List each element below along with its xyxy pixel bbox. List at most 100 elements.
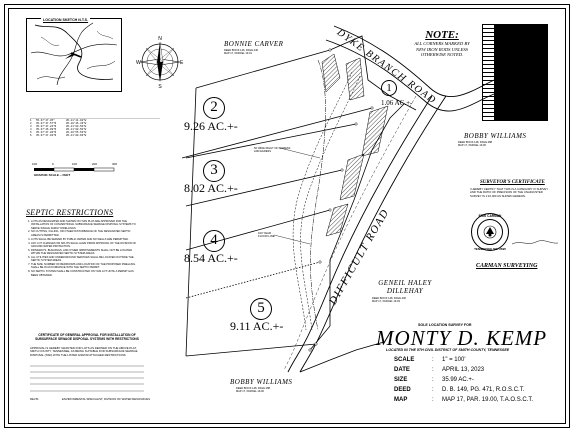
owner-bobby-williams-top-deed: DEED BOOK 148, PAGE 288 MAP 17, PARCEL 1… — [458, 141, 492, 147]
tract-5-area: 9.11 AC.+- — [230, 319, 284, 333]
corner-markers — [308, 48, 374, 352]
location-sketch-map — [30, 22, 118, 86]
title-name: MONTY D. KEMP — [376, 326, 548, 350]
title-row-label: DEED — [394, 387, 411, 393]
coordinate-cell: 35-37'47.57"N — [36, 122, 57, 125]
owner-bonnie-carver: BONNIE CARVER — [224, 40, 284, 48]
title-row-value: MAP 17, PAR. 19.00, T.A.O.S.C.T. — [442, 397, 534, 403]
septic-areas — [321, 53, 389, 237]
row-easement — [292, 71, 361, 331]
coordinate-row: 6 35-37'47.02"N 85-11'00.66"W — [30, 134, 160, 137]
location-sketch: LOCATION SKETCH N.T.S. — [26, 18, 122, 92]
tract-1-number: 1 — [381, 80, 397, 96]
septic-restriction-item: DRIVEWAYS, BUILDINGS, AND OTHER IMPROVEM… — [31, 249, 139, 256]
title-row-colon: : — [432, 357, 434, 363]
owner-geneil-dillehay: GENEIL HALEY DILLEHAY — [378, 279, 432, 295]
coordinate-cell: 35-37'47.02"N — [36, 134, 57, 137]
title-row-colon: : — [432, 387, 434, 393]
title-row-colon: : — [432, 397, 434, 403]
septic-restriction-item: LOTS SHALL BE SERVED BY PUBLIC WATER AND… — [31, 238, 139, 241]
title-row-value: 35.99 AC.+- — [442, 377, 474, 383]
scale-bar — [34, 167, 115, 172]
scale-tick-label: 0 — [52, 162, 54, 166]
coordinate-cell: 85-10'46.43"W — [66, 122, 87, 125]
coordinate-cell: 4 — [30, 128, 32, 131]
scale-tick-label: 200 — [92, 162, 98, 166]
coordinate-cell: 85-11'00.50"W — [66, 128, 87, 131]
coordinate-cell: 85-11'00.56"W — [66, 125, 87, 128]
septic-title: SEPTIC RESTRICTIONS — [26, 208, 114, 217]
surveyor-seal — [471, 213, 509, 251]
septic-restriction-item: NO SEPTIC SYSTEM SHALL BE CONSTRUCTED ON… — [31, 270, 139, 277]
scale-tick-label: 300 — [112, 162, 118, 166]
curve-table-cell — [520, 116, 548, 121]
coordinate-row: 4 35-37'46.99"N 85-11'00.50"W — [30, 128, 160, 131]
title-row-size: SIZE: 35.99 AC.+- — [394, 377, 474, 384]
coordinate-cell: 1 — [30, 119, 32, 122]
certificate-title: CERTIFICATE OF GENERAL APPROVAL FOR INST… — [35, 333, 139, 341]
sheet-inner-border — [8, 8, 566, 424]
coordinate-cell: 85-11'11.92"W — [66, 119, 87, 122]
septic-restriction-item: ALL UTILITIES AND UNDERGROUND SERVICES S… — [31, 256, 139, 263]
surveyor-firm: CARMAN SURVEYING — [476, 263, 538, 269]
svg-text:W: W — [136, 60, 141, 66]
title-row-colon: : — [432, 377, 434, 383]
title-row-deed: DEED:D. B. 149, PG. 471, R.O.S.C.T. — [394, 387, 524, 394]
coordinate-cell: 6 — [30, 134, 32, 137]
north-arrow-icon: N S W E — [136, 36, 184, 88]
title-row-date: DATE:APRIL 13, 2023 — [394, 367, 484, 374]
owner-bobby-williams-bottom: BOBBY WILLIAMS — [230, 378, 293, 386]
note-body: ALL CORNERS MARKED BY NEW IRON RODS UNLE… — [414, 41, 470, 58]
septic-restriction-item: LOTS AS DESIGNATED AND SHOWN ON THIS PLA… — [31, 220, 139, 230]
curve-table-row — [482, 52, 548, 57]
title-row-label: SIZE — [394, 377, 408, 383]
coordinate-row: 1 55-37'47.05" 85-11'11.92"W — [30, 119, 160, 122]
owner-bonnie-carver-deed: DEED BOOK 146, PAGE 246 MAP 17, PARCEL 1… — [224, 49, 258, 55]
svg-text:N: N — [158, 36, 162, 42]
curve-table-row — [482, 44, 548, 49]
title-row-value: 1" = 100' — [442, 357, 466, 363]
curve-table-row — [482, 116, 548, 121]
title-row-colon: : — [432, 367, 434, 373]
title-subtitle: SOLE LOCATION SURVEY FOR — [418, 323, 472, 327]
septic-restrictions-list: LOTS AS DESIGNATED AND SHOWN ON THIS PLA… — [25, 220, 139, 278]
coordinate-cell: 55-37'47.05" — [36, 119, 55, 122]
coordinate-cell: 85-10'55.53"W — [66, 131, 87, 134]
certificate-signature-lines — [30, 365, 144, 392]
curve-table — [482, 24, 548, 121]
footer-left: REVIS — [30, 397, 39, 401]
coordinate-cell: 85-11'00.66"W — [66, 134, 87, 137]
surveyor-seal-inner — [477, 219, 503, 245]
title-row-label: SCALE — [394, 357, 415, 363]
coordinate-cell: 35-37'46.99"N — [36, 128, 57, 131]
septic-restriction-item: THE SIZE, NUMBER OF BEDROOMS AND LOCATIO… — [31, 263, 139, 270]
title-row-map: MAP: MAP 17, PAR. 19.00, T.A.O.S.C.T. — [394, 397, 533, 404]
flood-line-label: 100 YEAR FLOOD LINE — [258, 231, 275, 239]
curve-table-cell — [482, 116, 495, 121]
owner-geneil-dillehay-deed: DEED BOOK 148, PAGE 400 MAP 17, PARCEL 1… — [372, 297, 406, 303]
footer-agency: ENVIRONMENTAL SPECIALIST, DIVISION OF WA… — [62, 397, 150, 401]
title-row-label: MAP — [394, 397, 408, 403]
note-block: NOTE: ALL CORNERS MARKED BY NEW IRON ROD… — [410, 29, 474, 58]
coordinate-cell: 35-37'47.22"N — [36, 125, 57, 128]
tract-4-number: 4 — [203, 230, 225, 252]
tract-5-number: 5 — [250, 298, 272, 320]
coordinate-row: 3 35-37'47.22"N 85-11'00.56"W — [30, 125, 160, 128]
leader-lines — [273, 147, 321, 245]
tract-3-area: 8.02 AC.+- — [184, 181, 238, 195]
coordinate-cell: 3 — [30, 125, 32, 128]
surveyor-cert-body: I HEREBY CERTIFY THAT THIS IS A CATEGORY… — [470, 187, 549, 198]
certificate-body: APPROVAL IS HEREBY GRANTED FOR LOTS AS D… — [30, 346, 138, 357]
coordinate-cell: 5 — [30, 131, 32, 134]
septic-restriction-item: ANY LOT CHANGES OR SPLITS SHALL HAVE PRI… — [31, 242, 139, 249]
surveyor-signature-line — [511, 240, 559, 245]
title-row-value: APRIL 13, 2023 — [442, 367, 485, 373]
septic-restriction-item: NO CUTTING, FILLING, OR OTHER DISTURBANC… — [31, 230, 139, 237]
coordinate-cell: 35-37'47.06"N — [36, 131, 57, 134]
note-title: NOTE: — [425, 29, 459, 41]
